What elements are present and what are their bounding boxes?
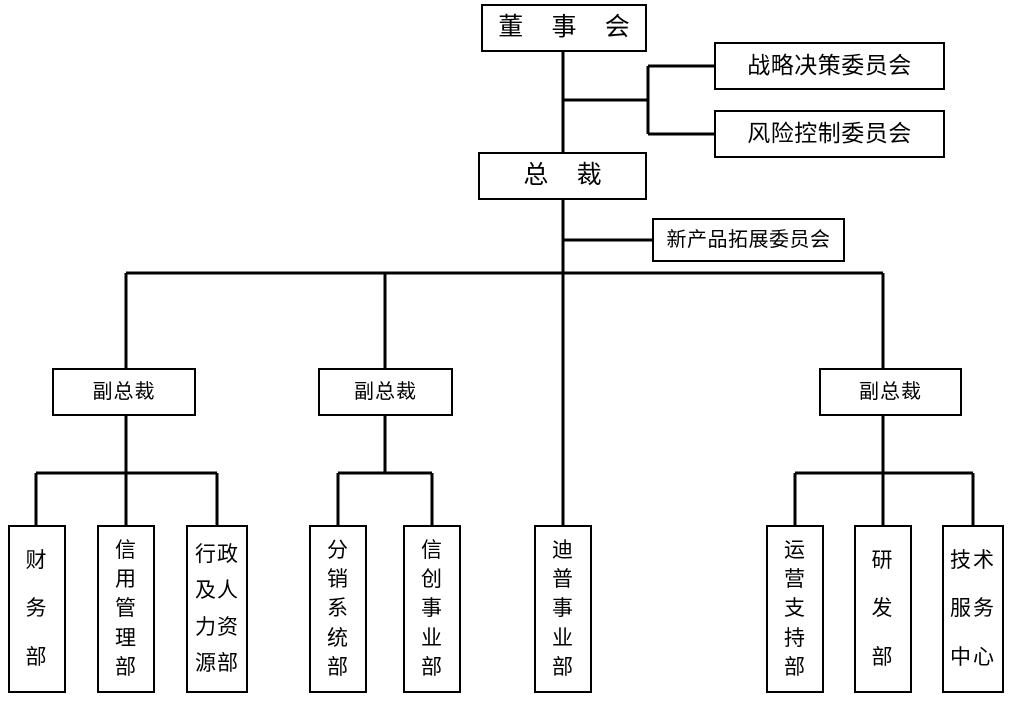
dept-dptech-line-1: 普 [552, 567, 574, 592]
dept-distribution-line-3: 统 [327, 625, 349, 650]
dept-xinchuang-line-4: 部 [421, 654, 443, 679]
node-vp-left-label: 副总裁 [92, 380, 156, 403]
dept-finance-line-1: 务 [25, 596, 49, 621]
dept-dptech-line-4: 部 [552, 654, 574, 679]
node-vp-right-label: 副总裁 [859, 380, 922, 403]
dept-admin-hr-line-2: 力资 [195, 614, 239, 639]
node-dept-operations[interactable]: 运营支持部 [766, 525, 824, 693]
node-dept-admin-hr[interactable]: 行政及人力资源部 [186, 525, 248, 693]
node-vp-left[interactable]: 副总裁 [52, 368, 196, 416]
dept-rnd-line-1: 发 [871, 596, 895, 621]
dept-dptech-line-2: 事 [552, 596, 574, 621]
dept-finance-line-2: 部 [25, 645, 49, 670]
dept-distribution-line-4: 部 [327, 654, 349, 679]
node-committee-strategy[interactable]: 战略决策委员会 [714, 42, 945, 90]
dept-techservice-text: 技术服务中心 [946, 536, 1000, 682]
dept-credit-text: 信用管理部 [101, 536, 151, 682]
dept-distribution-line-2: 系 [327, 596, 349, 621]
dept-admin-hr-line-1: 及人 [195, 578, 239, 603]
dept-admin-hr-line-3: 源部 [195, 651, 239, 676]
dept-distribution-text: 分销系统部 [313, 536, 363, 682]
node-committee-risk-label: 风险控制委员会 [747, 120, 912, 146]
dept-operations-line-0: 运 [784, 538, 806, 563]
node-dept-distribution[interactable]: 分销系统部 [309, 525, 367, 693]
dept-dptech-line-0: 迪 [552, 538, 574, 563]
dept-distribution-line-0: 分 [327, 538, 349, 563]
node-dept-xinchuang[interactable]: 信创事业部 [403, 525, 461, 693]
node-committee-strategy-label: 战略决策委员会 [747, 52, 912, 78]
node-board[interactable]: 董 事 会 [481, 4, 647, 52]
dept-admin-hr-text: 行政及人力资源部 [190, 536, 244, 682]
node-board-label: 董 事 会 [498, 13, 641, 41]
dept-xinchuang-line-2: 事 [421, 596, 443, 621]
dept-xinchuang-line-3: 业 [421, 625, 443, 650]
dept-techservice-line-2: 中心 [950, 645, 996, 670]
dept-xinchuang-line-0: 信 [421, 538, 443, 563]
dept-credit-line-2: 管 [115, 596, 137, 621]
node-president[interactable]: 总 裁 [478, 152, 647, 200]
node-committee-newproduct-label: 新产品拓展委员会 [666, 228, 831, 251]
dept-credit-line-1: 用 [115, 567, 137, 592]
dept-finance-line-0: 财 [25, 547, 49, 572]
dept-operations-line-1: 营 [784, 567, 806, 592]
dept-techservice-line-1: 服务 [950, 596, 996, 621]
dept-finance-text: 财务部 [12, 536, 62, 682]
dept-operations-line-3: 持 [784, 625, 806, 650]
node-dept-rnd[interactable]: 研发部 [854, 525, 912, 693]
dept-operations-text: 运营支持部 [770, 536, 820, 682]
dept-operations-line-2: 支 [784, 596, 806, 621]
node-committee-newproduct[interactable]: 新产品拓展委员会 [652, 218, 845, 262]
dept-dptech-line-3: 业 [552, 625, 574, 650]
dept-rnd-text: 研发部 [858, 536, 908, 682]
node-dept-dptech[interactable]: 迪普事业部 [534, 525, 592, 693]
node-committee-risk[interactable]: 风险控制委员会 [714, 110, 945, 158]
dept-credit-line-3: 理 [115, 625, 137, 650]
dept-xinchuang-line-1: 创 [421, 567, 443, 592]
node-vp-middle-label: 副总裁 [354, 380, 417, 403]
dept-dptech-text: 迪普事业部 [538, 536, 588, 682]
node-dept-finance[interactable]: 财务部 [8, 525, 66, 693]
node-dept-credit[interactable]: 信用管理部 [97, 525, 155, 693]
dept-techservice-line-0: 技术 [950, 547, 996, 572]
dept-credit-line-0: 信 [115, 538, 137, 563]
dept-distribution-line-1: 销 [327, 567, 349, 592]
dept-xinchuang-text: 信创事业部 [407, 536, 457, 682]
dept-operations-line-4: 部 [784, 654, 806, 679]
dept-rnd-line-0: 研 [871, 547, 895, 572]
node-vp-right[interactable]: 副总裁 [819, 368, 962, 416]
dept-rnd-line-2: 部 [871, 645, 895, 670]
node-vp-middle[interactable]: 副总裁 [318, 368, 453, 416]
node-dept-techservice[interactable]: 技术服务中心 [942, 525, 1004, 693]
node-president-label: 总 裁 [523, 161, 613, 189]
dept-admin-hr-line-0: 行政 [195, 541, 239, 566]
dept-credit-line-4: 部 [115, 654, 137, 679]
